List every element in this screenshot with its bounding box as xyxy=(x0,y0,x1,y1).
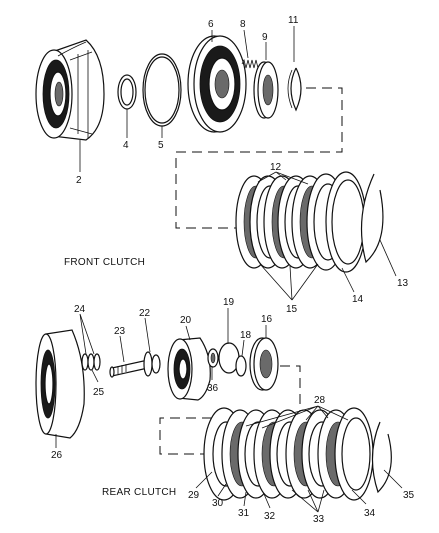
callout-26: 26 xyxy=(51,450,63,461)
callout-24: 24 xyxy=(74,304,86,315)
callout-36: 36 xyxy=(207,383,219,394)
part-2-clutch-retainer xyxy=(35,39,105,141)
callout-18: 18 xyxy=(240,330,252,341)
front-clutch-pack xyxy=(235,171,367,273)
callout-4: 4 xyxy=(123,140,129,151)
callout-31: 31 xyxy=(238,508,250,519)
callout-30: 30 xyxy=(212,498,224,509)
part-36-thrust-bearing xyxy=(207,348,219,368)
part-18-seal-ring xyxy=(235,355,247,377)
callout-9: 9 xyxy=(262,32,268,43)
part-8-spring xyxy=(241,58,261,70)
callout-23: 23 xyxy=(114,326,126,337)
part-23-input-shaft xyxy=(109,359,149,378)
part-5-seal-ring xyxy=(142,53,182,127)
callout-2: 2 xyxy=(76,175,82,186)
callout-11: 11 xyxy=(288,15,299,26)
callout-14: 14 xyxy=(352,294,364,305)
callout-16: 16 xyxy=(261,314,273,325)
part-4-snap-ring xyxy=(117,74,137,110)
callout-12: 12 xyxy=(270,162,282,173)
callout-35: 35 xyxy=(403,490,415,501)
part-20-hub xyxy=(167,337,211,401)
callout-8: 8 xyxy=(240,19,246,30)
part-13-snap-ring xyxy=(360,173,384,264)
front-group-connector xyxy=(175,87,343,229)
callout-29: 29 xyxy=(188,490,200,501)
leader-lines xyxy=(55,26,403,513)
callout-28: 28 xyxy=(314,395,326,406)
callout-13: 13 xyxy=(397,278,409,289)
callout-22: 22 xyxy=(139,308,151,319)
callout-34: 34 xyxy=(364,508,376,519)
callout-5: 5 xyxy=(158,140,164,151)
part-6-piston xyxy=(187,35,247,133)
callout-6: 6 xyxy=(208,19,214,30)
callout-33: 33 xyxy=(313,514,325,525)
part-35-snap-ring xyxy=(371,421,392,494)
part-26-rear-clutch-drum xyxy=(35,329,85,439)
part-11-snap-ring xyxy=(287,67,302,112)
callout-numbers: 2 4 5 6 8 9 11 12 13 14 15 16 18 19 20 2… xyxy=(51,15,415,525)
front-clutch-title: FRONT CLUTCH xyxy=(64,257,145,268)
part-22-thrust-washer xyxy=(143,351,161,377)
callout-19: 19 xyxy=(223,297,235,308)
callout-20: 20 xyxy=(180,315,192,326)
part-16-piston xyxy=(249,337,279,391)
rear-clutch-title: REAR CLUTCH xyxy=(102,487,176,498)
part-9-spring-retainer xyxy=(253,61,279,119)
rear-group-connector xyxy=(159,365,301,455)
callout-25: 25 xyxy=(93,387,105,398)
callout-15: 15 xyxy=(286,304,298,315)
callout-32: 32 xyxy=(264,511,276,522)
rear-clutch-pack xyxy=(203,407,374,501)
part-24-25-seal-rings xyxy=(81,353,101,371)
